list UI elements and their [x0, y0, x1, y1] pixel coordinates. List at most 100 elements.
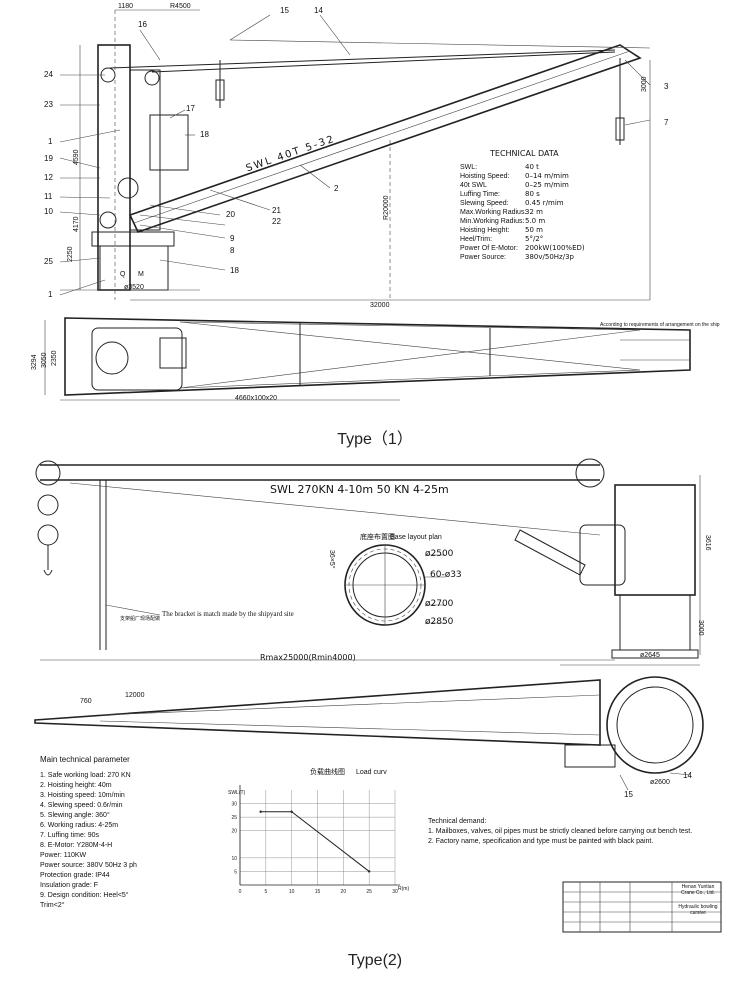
crane-column	[97, 44, 131, 291]
load-curve-point	[259, 810, 262, 813]
balloon-1: 1	[48, 290, 53, 299]
mark-q: Q	[120, 271, 126, 278]
x-tick-label: 10	[289, 889, 295, 895]
base-plan-label-cn: 底座布置图	[360, 534, 395, 541]
dim-w-base2: ø2600	[650, 779, 670, 786]
balloon-13: 14	[314, 6, 323, 15]
balloon-18: 18	[230, 266, 239, 275]
tech-key: Min.Working Radius:	[460, 218, 525, 225]
base-flange	[611, 649, 699, 659]
tech-value: 380v/50Hz/3p	[525, 253, 574, 261]
tech-value: 5.0 m	[525, 217, 546, 225]
demand-title: Technical demand:	[428, 818, 487, 825]
bracket-note-cn: 支架船厂现场配做	[120, 616, 161, 622]
balloon-19: 19	[44, 154, 53, 163]
x-tick-label: 5	[264, 889, 267, 895]
dim-plan-w2: 3050	[41, 352, 48, 368]
tech-key: Luffing Time:	[460, 191, 500, 198]
balloon-24: 24	[44, 70, 53, 79]
y-tick-label: 30	[231, 802, 237, 808]
title-block	[562, 881, 722, 933]
param-line: Protection grade: IP44	[40, 872, 110, 879]
dim-plan-w1: 3294	[31, 354, 38, 370]
y-tick-label: 10	[231, 856, 237, 862]
load-curve-title-cn: 负载曲线图	[310, 769, 345, 776]
plan-slewing-ring	[606, 676, 704, 774]
tech-value: 50 m	[525, 226, 543, 234]
dim-left-small: 4170	[73, 216, 80, 232]
dim-height-a: 3000	[641, 76, 648, 92]
hook-block	[615, 117, 625, 141]
param-line: Insulation grade: F	[40, 882, 98, 889]
param-line: Power source: 380V 50Hz 3 ph	[40, 862, 137, 869]
dim-h-col2: 3000	[697, 620, 704, 636]
plan-house	[91, 327, 183, 391]
y-tick-label: 5	[234, 869, 237, 875]
tech-key: Power Of E-Motor:	[460, 245, 518, 252]
ship-note: According to requirements of arrangement…	[600, 322, 720, 328]
x-tick-label: 0	[239, 889, 242, 895]
tech-key: Hoisting Height:	[460, 227, 510, 234]
balloon-22: 22	[272, 217, 281, 226]
caption-type2: Type(2)	[347, 952, 403, 969]
tech-value: 80 s	[525, 190, 540, 198]
param-line: 9. Design condition: Heel<5°	[40, 892, 129, 899]
angle-note: 36×5°	[328, 550, 335, 569]
balloon-12: 12	[44, 173, 53, 182]
balloon-7: 8	[230, 246, 235, 255]
param-line: 8. E-Motor: Y280M-4-H	[40, 842, 113, 849]
load-curve-ylabel: SWL(T)	[228, 790, 246, 796]
load-curve-xlabel: R(m)	[398, 886, 410, 892]
param-line: 1. Safe working load: 270 KN	[40, 772, 131, 779]
param-line: 6. Working radius: 4-25m	[40, 822, 119, 829]
crane-housing	[614, 484, 696, 596]
tech-key: SWL:	[460, 164, 478, 171]
mark-m: M	[138, 271, 144, 278]
tech-key: Heel/Trim:	[460, 236, 493, 243]
winch-drum	[99, 211, 117, 229]
balloon-14: 14	[683, 771, 692, 780]
param-line: Trim<2°	[40, 902, 65, 909]
jib-head-sheave	[35, 460, 61, 486]
dim-top-a: 1180	[118, 3, 134, 10]
jib-boom	[128, 44, 642, 233]
hook-icon	[43, 569, 53, 576]
plan-view-jib	[34, 679, 601, 746]
balloon-15: 16	[138, 20, 147, 29]
params-title: Main technical parameter	[40, 755, 130, 764]
balloon-16: 18	[200, 130, 209, 139]
balloon-21: 21	[272, 206, 281, 215]
tech-value: 5°/2°	[525, 235, 544, 243]
plan-view-outline	[64, 317, 691, 396]
top-sheave-2	[144, 70, 160, 86]
balloon-15: 15	[624, 790, 633, 799]
balloon-10: 10	[44, 207, 53, 216]
balloon-14: 15	[280, 6, 289, 15]
tech-key: Hoisting Speed:	[460, 173, 510, 180]
dim-top-b: R4500	[170, 3, 191, 10]
plan-dim-b: 12000	[125, 692, 145, 699]
bracket-note: The bracket is match made by the shipyar…	[162, 610, 294, 618]
tech-key: Power Source:	[460, 254, 506, 261]
demand-line: 2. Factory name, specification and type …	[428, 838, 654, 845]
dim-w-base: ø2645	[640, 652, 660, 659]
luffing-cylinder	[514, 529, 586, 576]
dim-d2: 60-ø33	[430, 570, 462, 580]
rmax-label: Rmax25000(Rmin4000)	[260, 653, 356, 662]
param-line: 4. Slewing speed: 0.6r/min	[40, 802, 123, 809]
tech-value: 0.45 r/mim	[525, 199, 564, 207]
dim-reach: 32000	[370, 302, 390, 309]
load-curve-point	[367, 870, 371, 873]
y-tick-label: 25	[231, 815, 237, 821]
tech-key: Max.Working Radius:	[460, 209, 527, 216]
x-tick-label: 30	[392, 889, 398, 895]
type1-drawing-svg	[44, 9, 691, 401]
winch-drum-2	[117, 177, 139, 199]
swl-label: SWL 270KN 4-10m 50 KN 4-25m	[270, 483, 449, 496]
tech-title: TECHNICAL DATA	[490, 149, 559, 158]
balloon-25: 25	[44, 257, 53, 266]
balloon-11: 11	[44, 192, 53, 201]
load-curve-title: Load curv	[356, 769, 387, 776]
